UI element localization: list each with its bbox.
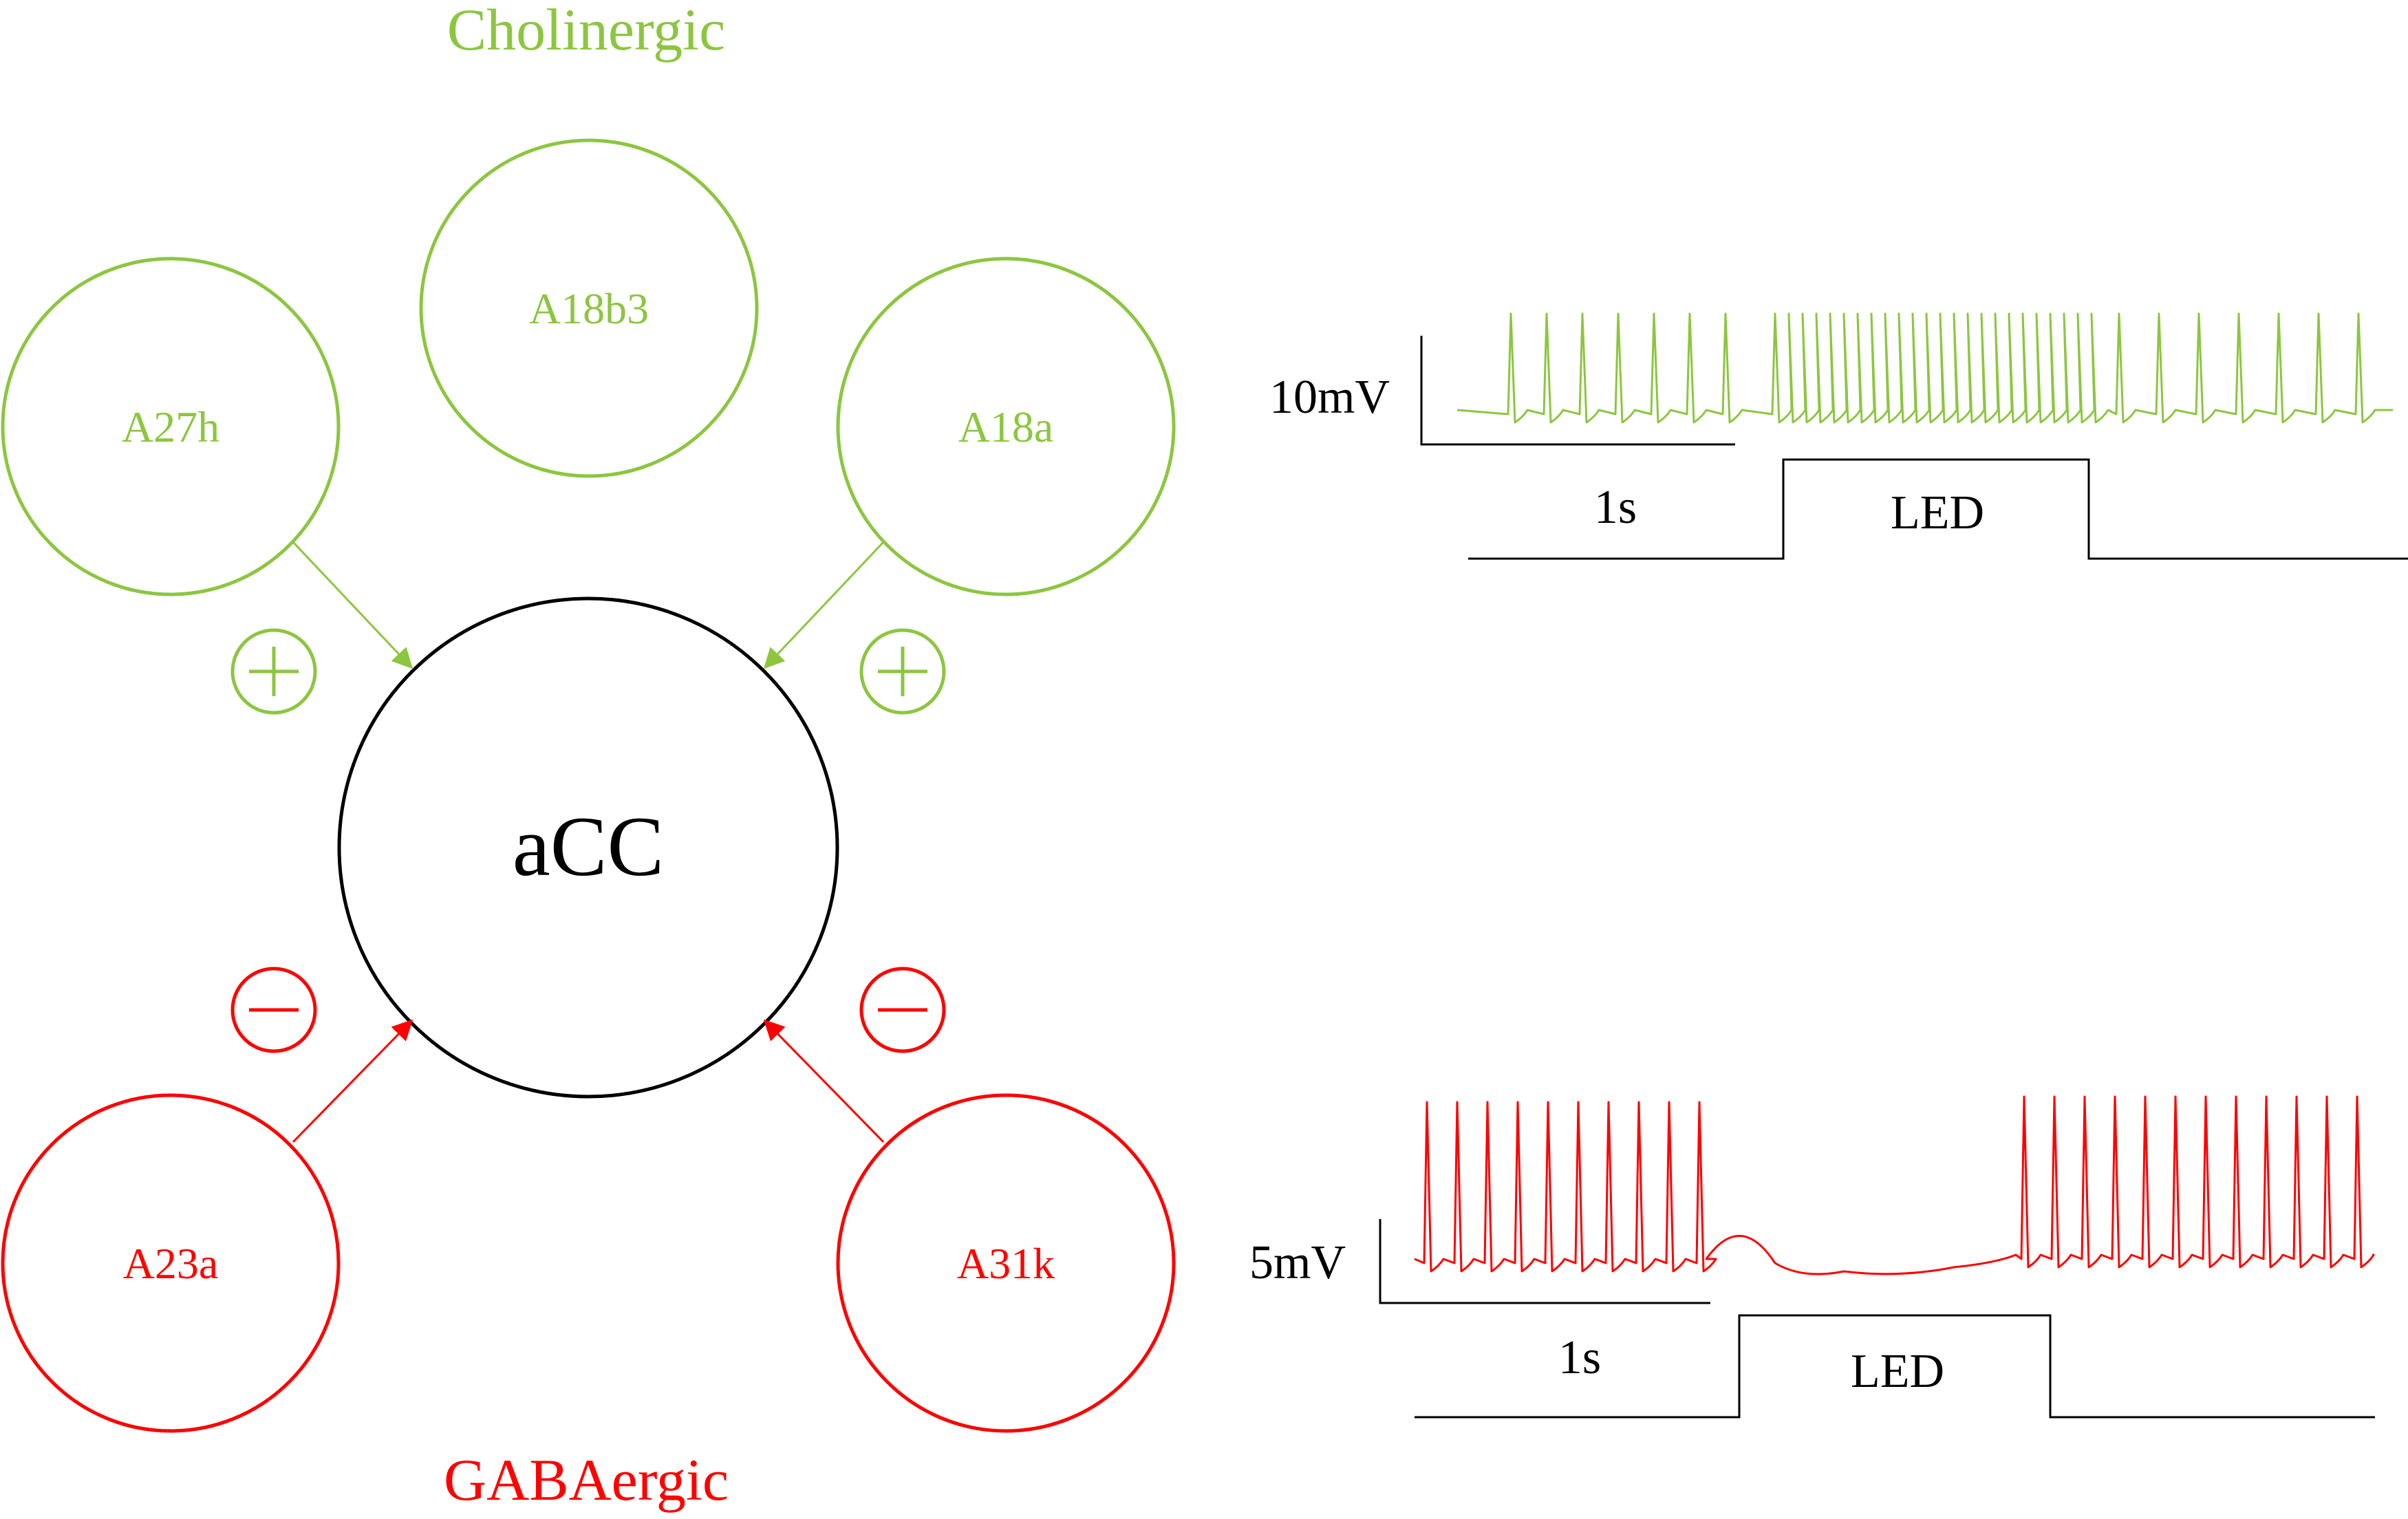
excitatory-sign-right: [859, 628, 946, 715]
arrow-a27h-to-acc: [292, 541, 413, 669]
arrow-a18a-to-acc: [763, 541, 885, 669]
neuron-a18a: A18a: [836, 257, 1176, 596]
cholinergic-voltage-trace: [1456, 312, 2393, 424]
arrow-a23a-to-acc: [292, 1019, 413, 1143]
cholinergic-time-scale: 1s: [1594, 481, 1637, 534]
neuron-acc: aCC: [337, 596, 839, 1099]
neuron-acc-label: aCC: [513, 799, 664, 894]
gabaergic-led-pulse: [1415, 1314, 2375, 1419]
gabaergic-recording: 5mV 1s LED: [1249, 1095, 2375, 1419]
gabaergic-time-scale: 1s: [1558, 1331, 1601, 1384]
neuron-a18a-label: A18a: [958, 402, 1054, 451]
neuron-a18b3-label: A18b3: [529, 284, 649, 333]
gabaergic-voltage-scale: 5mV: [1249, 1236, 1346, 1289]
gabaergic-voltage-trace: [1414, 1095, 2375, 1275]
arrow-a31k-to-acc: [763, 1019, 885, 1143]
neuron-a27h: A27h: [1, 257, 341, 596]
inhibitory-sign-right: [859, 967, 946, 1053]
inhibitory-sign-left: [230, 967, 317, 1053]
neuron-a23a-label: A23a: [123, 1239, 219, 1288]
cholinergic-scale-bar: [1420, 336, 1735, 446]
gabaergic-title: GABAergic: [444, 1447, 729, 1513]
neuron-a31k-label: A31k: [957, 1239, 1055, 1288]
cholinergic-led-label: LED: [1891, 486, 1984, 539]
neuron-a31k: A31k: [836, 1093, 1176, 1433]
gabaergic-scale-bar: [1379, 1219, 1710, 1304]
neuron-a18b3: A18b3: [419, 138, 759, 478]
gabaergic-led-label: LED: [1851, 1345, 1944, 1398]
neuron-a23a: A23a: [1, 1093, 341, 1433]
neuron-a27h-label: A27h: [122, 402, 219, 451]
excitatory-sign-left: [230, 628, 317, 715]
cholinergic-recording: 10mV 1s LED: [1269, 312, 2408, 560]
cholinergic-voltage-scale: 10mV: [1269, 371, 1390, 424]
cholinergic-title: Cholinergic: [447, 0, 725, 63]
cholinergic-led-pulse: [1468, 458, 2408, 560]
